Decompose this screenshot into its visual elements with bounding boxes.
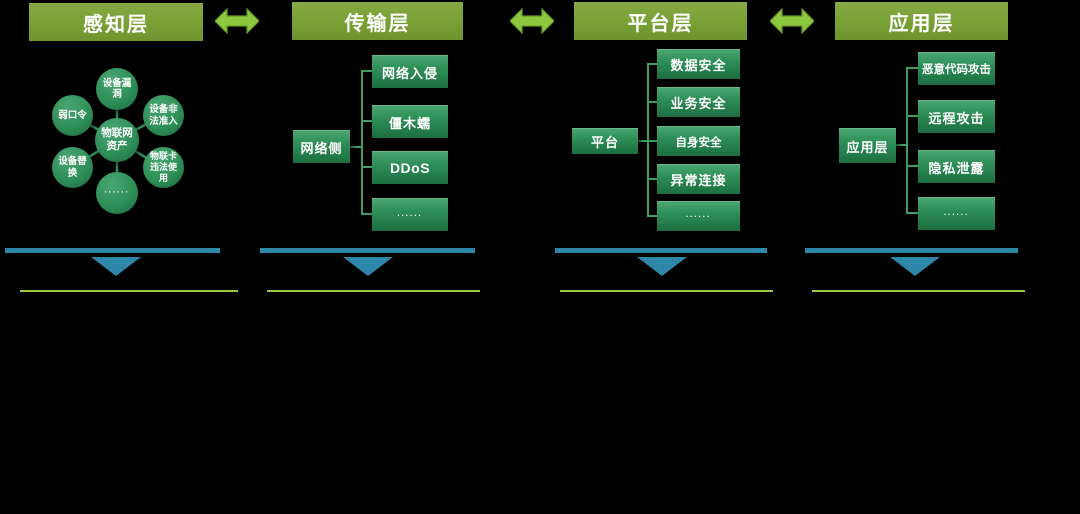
tree-connector xyxy=(906,67,918,69)
layer-banner-platform: 平台层 xyxy=(574,2,747,40)
tree-connector xyxy=(638,140,647,142)
divider-bar xyxy=(555,248,767,253)
threat-bubble-device-replacement: 设备替换 xyxy=(52,147,93,188)
tree-connector xyxy=(906,67,908,214)
ellipsis-dots: ...... xyxy=(685,209,712,219)
tree-connector xyxy=(361,213,372,215)
threat-bubble-ellipsis: ...... xyxy=(96,172,138,214)
threat-node-privacy-leak: 隐私泄露 xyxy=(918,150,995,183)
tree-connector xyxy=(350,146,362,148)
down-arrow-icon xyxy=(637,257,687,276)
threat-node-abnormal-connection: 异常连接 xyxy=(657,164,740,194)
parent-node-application-layer: 应用层 xyxy=(839,128,896,163)
tree-connector xyxy=(647,101,657,103)
parent-node-platform: 平台 xyxy=(572,128,638,154)
threat-node-business-security: 业务安全 xyxy=(657,87,740,117)
down-arrow-icon xyxy=(343,257,393,276)
bidirectional-arrow-icon xyxy=(770,8,814,34)
threat-node-ellipsis: ...... xyxy=(372,198,448,231)
bidirectional-arrow-icon xyxy=(510,8,554,34)
threat-node-ddos: DDoS xyxy=(372,151,448,184)
underline-rule xyxy=(560,290,773,292)
tree-connector xyxy=(896,144,907,146)
threat-bubble-device-vulnerability: 设备漏洞 xyxy=(96,68,138,110)
down-arrow-icon xyxy=(91,257,141,276)
threat-node-network-intrusion: 网络入侵 xyxy=(372,55,448,88)
tree-connector xyxy=(906,165,918,167)
underline-rule xyxy=(267,290,480,292)
divider-bar xyxy=(805,248,1018,253)
down-arrow-icon xyxy=(890,257,940,276)
tree-connector xyxy=(361,166,372,168)
threat-node-ellipsis: ...... xyxy=(918,197,995,230)
tree-connector xyxy=(647,215,657,217)
threat-node-self-security: 自身安全 xyxy=(657,126,740,156)
tree-connector xyxy=(906,115,918,117)
layer-banner-transport: 传输层 xyxy=(292,2,463,40)
ellipsis-dots: ...... xyxy=(104,185,130,195)
underline-rule xyxy=(20,290,238,292)
tree-connector xyxy=(361,70,363,215)
tree-connector xyxy=(361,120,372,122)
divider-bar xyxy=(5,248,220,253)
divider-bar xyxy=(260,248,475,253)
threat-node-remote-attack: 远程攻击 xyxy=(918,100,995,133)
parent-node-network-side: 网络侧 xyxy=(293,130,350,163)
tree-connector xyxy=(361,70,372,72)
threat-node-ellipsis: ...... xyxy=(657,201,740,231)
tree-connector xyxy=(647,178,657,180)
threat-bubble-weak-password: 弱口令 xyxy=(52,95,93,136)
threat-node-data-security: 数据安全 xyxy=(657,49,740,79)
ellipsis-dots: ...... xyxy=(397,208,423,218)
layer-banner-perception: 感知层 xyxy=(29,3,203,41)
ellipsis-dots: ...... xyxy=(943,207,970,217)
underline-rule xyxy=(812,290,1025,292)
layer-banner-application: 应用层 xyxy=(835,2,1008,40)
tree-connector xyxy=(647,140,657,142)
bidirectional-arrow-icon xyxy=(215,8,259,34)
tree-connector xyxy=(647,63,657,65)
threat-node-zombie-trojan-worm: 僵木蠕 xyxy=(372,105,448,138)
tree-connector xyxy=(906,212,918,214)
threat-bubble-illegal-device-access: 设备非法准入 xyxy=(143,95,184,136)
threat-node-malicious-code-attack: 恶意代码攻击 xyxy=(918,52,995,85)
cluster-center-iot-assets: 物联网资产 xyxy=(95,118,139,162)
threat-bubble-iot-card-misuse: 物联卡违法使用 xyxy=(143,147,184,188)
